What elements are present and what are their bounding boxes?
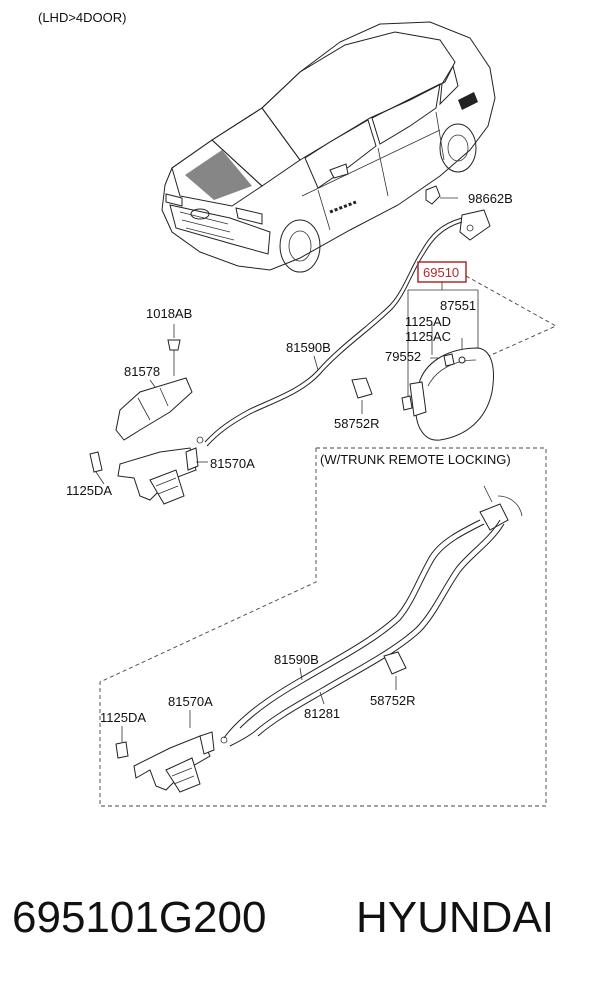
label-81570A-top: 81570A bbox=[210, 456, 255, 471]
trunk-actuator bbox=[479, 503, 509, 531]
bolt-1018AB bbox=[167, 339, 181, 351]
trunk-option-boundary bbox=[99, 447, 547, 807]
label-81590B-top: 81590B bbox=[286, 340, 331, 355]
part-number: 695101G200 bbox=[12, 893, 266, 942]
cover-81578 bbox=[115, 377, 193, 441]
label-1018AB: 1018AB bbox=[146, 306, 192, 321]
label-1125AC: 1125AC bbox=[405, 329, 451, 344]
label-87551: 87551 bbox=[440, 298, 476, 313]
release-lever-81570A-bottom bbox=[133, 731, 228, 793]
label-1125AD: 1125AD bbox=[405, 314, 451, 329]
car-illustration bbox=[161, 21, 496, 273]
label-69510: 69510 bbox=[423, 265, 459, 280]
brand-name: HYUNDAI bbox=[356, 893, 554, 942]
screw-1125AD bbox=[443, 353, 455, 367]
cable-81590B-bottom bbox=[223, 519, 481, 739]
label-98662B: 98662B bbox=[468, 191, 513, 206]
label-81590B-bottom: 81590B bbox=[274, 652, 319, 667]
hinge-79552 bbox=[401, 395, 413, 411]
screw-1125DA-top bbox=[89, 451, 103, 473]
label-58752R-top: 58752R bbox=[334, 416, 380, 431]
label-1125DA-top: 1125DA bbox=[66, 483, 112, 498]
trunk-option-label: (W/TRUNK REMOTE LOCKING) bbox=[320, 452, 511, 467]
fuel-door-panel bbox=[409, 347, 494, 441]
label-79552: 79552 bbox=[385, 349, 421, 364]
label-1125DA-bottom: 1125DA bbox=[100, 710, 146, 725]
variant-label: (LHD>4DOOR) bbox=[38, 10, 127, 25]
label-58752R-bottom: 58752R bbox=[370, 693, 416, 708]
cable-81590B-top bbox=[204, 217, 463, 443]
clip-98662B bbox=[425, 185, 458, 205]
clip-58752R-top bbox=[351, 377, 373, 399]
fuel-opener-actuator bbox=[459, 209, 491, 241]
label-81281: 81281 bbox=[304, 706, 340, 721]
label-81570A-bottom: 81570A bbox=[168, 694, 213, 709]
clip-58752R-bottom bbox=[383, 651, 407, 675]
cable-81281 bbox=[229, 519, 501, 747]
label-81578: 81578 bbox=[124, 364, 160, 379]
release-lever-81570A-top bbox=[117, 436, 204, 505]
screw-1125AC bbox=[458, 356, 466, 364]
screw-1125DA-bottom bbox=[115, 741, 129, 759]
